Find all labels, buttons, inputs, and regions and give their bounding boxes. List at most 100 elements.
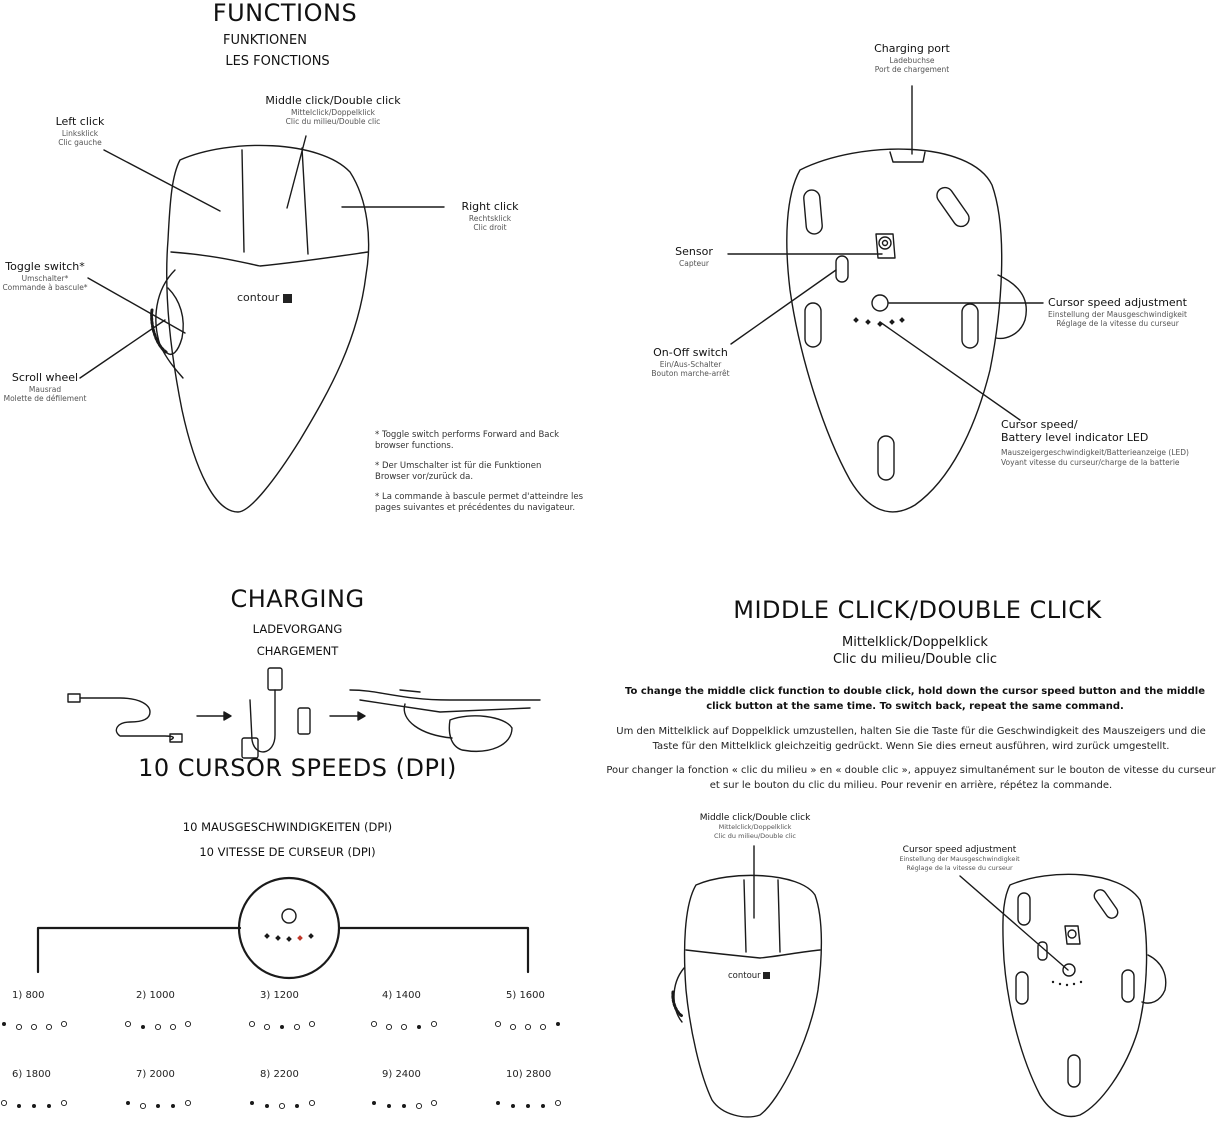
led-on-dot [417,1025,421,1029]
functions-title-fr: LES FONCTIONS [225,54,330,69]
led-off-dot [60,1020,68,1028]
led-off-dot [154,1023,162,1031]
mouse-bottom-view-small [1002,873,1167,1118]
onoff-switch-label: On-Off switch Ein/Aus-Schalter Bouton ma… [651,346,730,379]
led-on-dot [372,1101,376,1105]
speed-label: 6) 1800 [12,1069,51,1080]
charging-title: CHARGING [230,585,365,613]
led-off-dot [169,1023,177,1031]
led-off-dot [248,1020,256,1028]
instructions-en: To change the middle click function to d… [625,686,1205,712]
cursor-adjust-label: Cursor speed adjustment Einstellung der … [1048,296,1187,329]
led-on-dot [126,1101,130,1105]
speed-label: 3) 1200 [260,990,299,1001]
functions-title: FUNCTIONS [212,0,358,27]
speed-label: 9) 2400 [382,1069,421,1080]
led-indicator [853,317,905,327]
led-on-dot [541,1104,545,1108]
toggle-note-de: * Der Umschalter ist für die Funktionen … [375,461,542,483]
led-off-dot [184,1020,192,1028]
led-off-dot [15,1023,23,1031]
toggle-note-en: * Toggle switch performs Forward and Bac… [375,430,560,452]
led-on-dot [402,1104,406,1108]
led-off-dot [308,1099,316,1107]
led-off-dot [293,1023,301,1031]
speed-label: 5) 1600 [506,990,545,1001]
led-on-dot [171,1104,175,1108]
led-on-dot [295,1104,299,1108]
led-on-dot [141,1025,145,1029]
led-off-dot [509,1023,517,1031]
led-off-dot [124,1020,132,1028]
speed-led-patterns [0,1020,562,1110]
led-on-dot [496,1101,500,1105]
instructions-de: Um den Mittelklick auf Doppelklick umzus… [616,726,1206,752]
led-on-dot [32,1104,36,1108]
led-on-dot [511,1104,515,1108]
led-off-dot [430,1020,438,1028]
sensor-label: Sensor Capteur [675,245,713,268]
left-click-label: Left click Linksklick Clic gauche [55,115,105,148]
led-on-dot [156,1104,160,1108]
led-off-dot [0,1099,8,1107]
led-on-dot [526,1104,530,1108]
led-off-dot [278,1102,286,1110]
led-off-dot [30,1023,38,1031]
adj-small-label: Cursor speed adjustment Einstellung der … [899,845,1020,872]
right-click-label: Right click Rechtsklick Clic droit [461,200,519,233]
speeds-title-de: 10 MAUSGESCHWINDIGKEITEN (DPI) [182,820,393,834]
charging-port-label: Charging port Ladebuchse Port de chargem… [874,42,950,75]
speed-label: 8) 2200 [260,1069,299,1080]
speed-label: 10) 2800 [506,1069,552,1080]
led-off-dot [184,1099,192,1107]
led-off-dot [524,1023,532,1031]
toggle-note-fr: * La commande à bascule permet d'atteind… [375,492,584,514]
speed-bracket [36,876,530,980]
led-off-dot [45,1023,53,1031]
led-on-dot [250,1101,254,1105]
led-off-dot [430,1099,438,1107]
led-off-dot [415,1102,423,1110]
speed-label: 4) 1400 [382,990,421,1001]
led-indicator-label: Cursor speed/ Battery level indicator LE… [1001,418,1189,468]
middle-click-title: MIDDLE CLICK/DOUBLE CLICK [733,596,1102,624]
led-on-dot [556,1022,560,1026]
led-on-dot [17,1104,21,1108]
speed-circle-leds [264,933,314,942]
led-off-dot [400,1023,408,1031]
led-off-dot [539,1023,547,1031]
led-off-dot [263,1023,271,1031]
led-on-dot [2,1022,6,1026]
speeds-title-fr: 10 VITESSE DE CURSEUR (DPI) [199,845,376,859]
speed-label: 2) 1000 [136,990,175,1001]
led-off-dot [308,1020,316,1028]
led-on-dot [265,1104,269,1108]
speeds-title: 10 CURSOR SPEEDS (DPI) [138,754,457,782]
speed-label: 7) 2000 [136,1069,175,1080]
speed-label: 1) 800 [12,990,45,1001]
instructions-fr: Pour changer la fonction « clic du milie… [606,765,1216,791]
led-off-dot [370,1020,378,1028]
led-off-dot [494,1020,502,1028]
functions-title-de: FUNKTIONEN [223,33,307,48]
brand-logo-small: contour [728,971,771,982]
led-off-dot [60,1099,68,1107]
led-on-dot [47,1104,51,1108]
charging-illustration [67,667,541,759]
mouse-top-view-small [671,874,823,1118]
mouse-bottom-view [786,148,1027,513]
charging-title-fr: CHARGEMENT [256,644,339,658]
led-on-dot [387,1104,391,1108]
led-off-dot [385,1023,393,1031]
led-off-dot [554,1099,562,1107]
middle-click-label: Middle click/Double click Mittelclick/Do… [265,94,401,127]
led-off-dot [139,1102,147,1110]
middle-click-subtitle-fr: Clic du milieu/Double clic [832,652,998,667]
middle-click-subtitle-de: Mittelklick/Doppelklick [842,635,988,650]
toggle-switch-label: Toggle switch* Umschalter* Commande à ba… [2,260,88,293]
led-on-dot [280,1025,284,1029]
mc-small-label: Middle click/Double click Mittelclick/Do… [699,813,811,840]
charging-title-de: LADEVORGANG [252,622,343,636]
brand-logo: contour [237,291,292,305]
